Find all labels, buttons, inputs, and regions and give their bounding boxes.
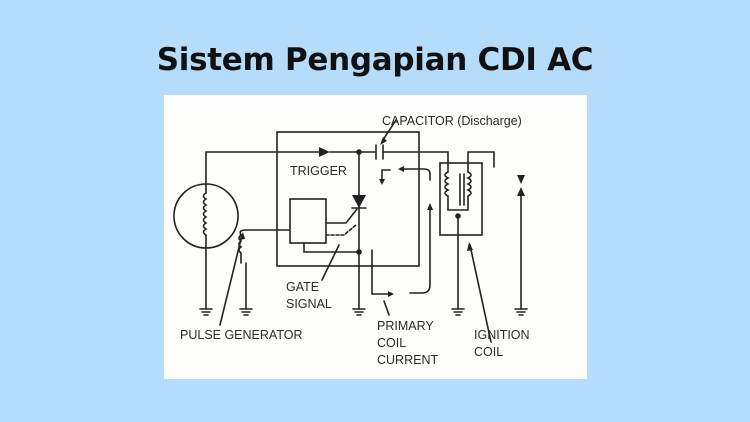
label-primary-1: PRIMARY [377, 319, 434, 333]
label-primary-2: COIL [377, 336, 406, 350]
label-capacitor: CAPACITOR (Discharge) [382, 114, 522, 128]
thyristor-icon [352, 195, 366, 208]
cdi-circuit-diagram: CAPACITOR (Discharge) TRIGGER GATE SIGNA… [164, 95, 587, 379]
label-primary-3: CURRENT [377, 353, 438, 367]
label-ignition-1: IGNITION [474, 328, 530, 342]
pulse-generator-coil [238, 229, 290, 310]
circuit-svg: CAPACITOR (Discharge) TRIGGER GATE SIGNA… [173, 114, 530, 367]
ground-symbols [199, 308, 528, 316]
label-gate-1: GATE [286, 280, 319, 294]
trigger-arrow-icon [319, 147, 330, 157]
label-gate-2: SIGNAL [286, 297, 332, 311]
trigger-module-box [289, 198, 327, 244]
label-trigger: TRIGGER [290, 164, 347, 178]
label-pulse-generator: PULSE GENERATOR [180, 328, 303, 342]
page-title: Sistem Pengapian CDI AC [156, 42, 594, 78]
capacitor-symbol [375, 119, 443, 160]
ignition-coil [439, 151, 495, 310]
cdi-unit-box [276, 131, 420, 267]
label-ignition-2: COIL [474, 345, 503, 359]
spark-gap [517, 175, 525, 310]
alternator-coil [173, 151, 320, 310]
